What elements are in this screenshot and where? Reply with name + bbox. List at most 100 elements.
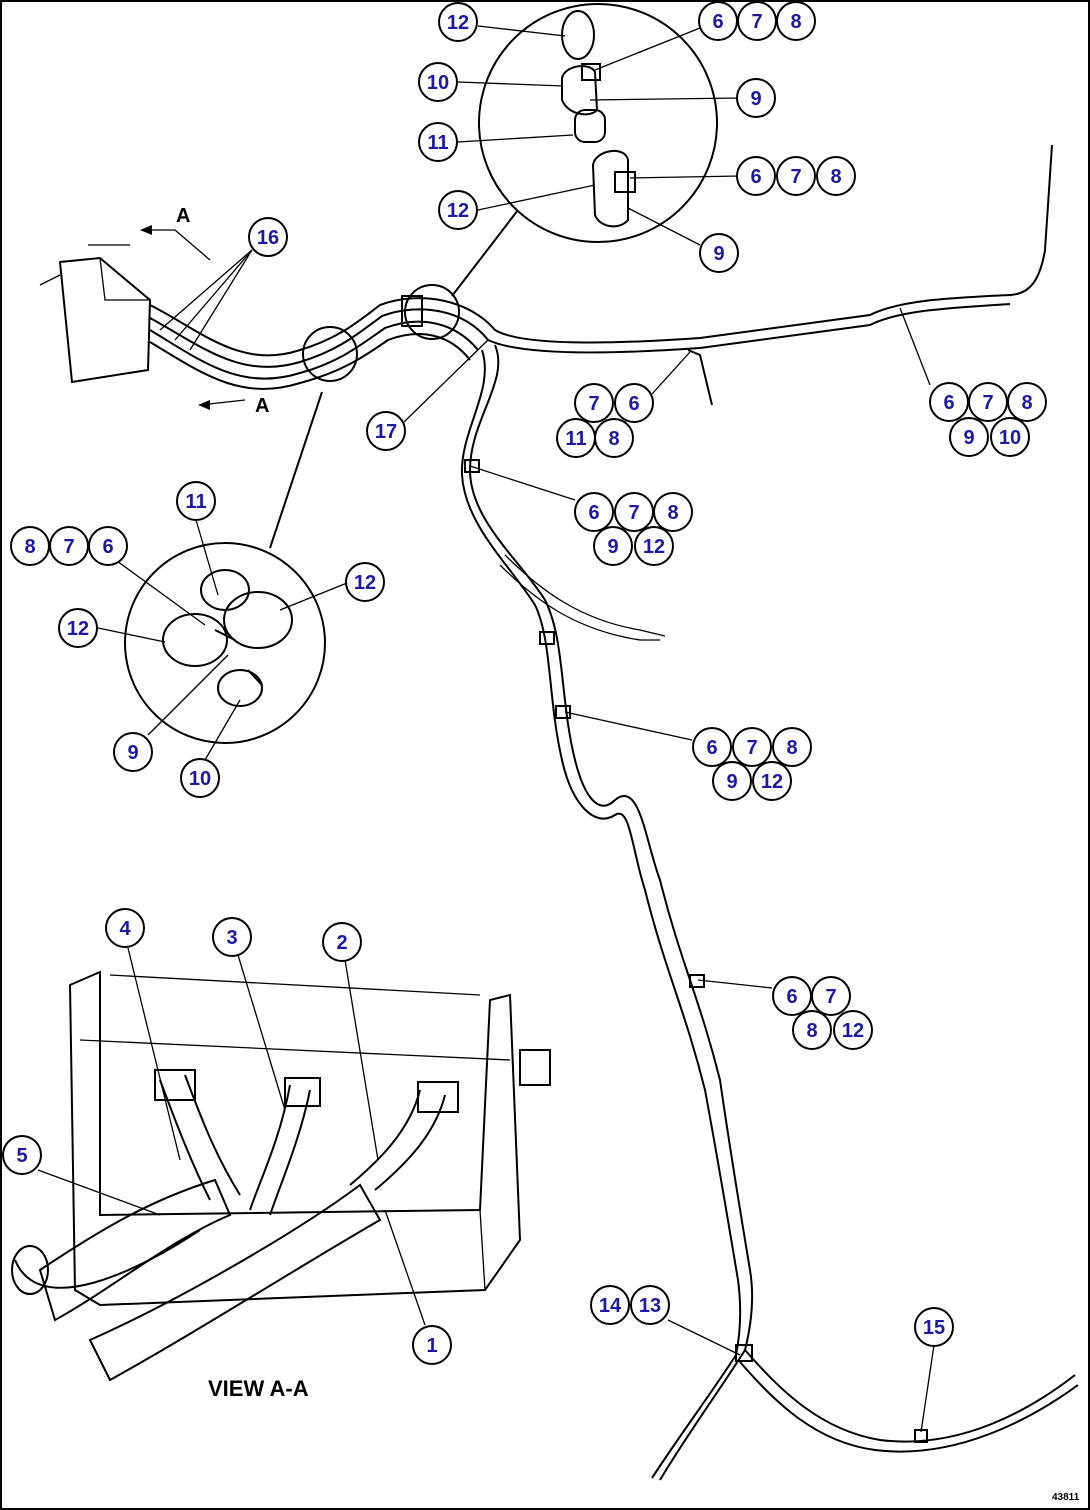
callout-label: 10 <box>427 72 449 94</box>
callout-circle <box>105 908 145 948</box>
callout-circle <box>914 1307 954 1347</box>
callout-8: 8 <box>772 727 812 767</box>
callout-7: 7 <box>49 526 89 566</box>
callout-9: 9 <box>593 526 633 566</box>
callout-circle <box>634 526 674 566</box>
callout-9: 9 <box>949 417 989 457</box>
leader-lines <box>37 25 935 1433</box>
callout-label: 9 <box>127 742 138 764</box>
callout-16: 16 <box>248 217 288 257</box>
callout-11: 11 <box>418 122 458 162</box>
callout-circle <box>438 2 478 42</box>
left-detail-circle <box>124 542 326 744</box>
callout-label: 8 <box>790 11 801 33</box>
callout-label: 6 <box>588 502 599 524</box>
callout-label: 2 <box>336 932 347 954</box>
callout-label: 7 <box>588 393 599 415</box>
callout-label: 12 <box>761 771 783 793</box>
callout-circle <box>593 526 633 566</box>
callout-circle <box>949 417 989 457</box>
callout-circle <box>630 1285 670 1325</box>
callout-12: 12 <box>438 2 478 42</box>
callout-circle <box>345 562 385 602</box>
callout-label: 7 <box>751 11 762 33</box>
callout-circle <box>412 1325 452 1365</box>
clamp-12-lower <box>591 150 629 228</box>
callout-9: 9 <box>712 761 752 801</box>
callout-label: 6 <box>628 393 639 415</box>
callout-label: 7 <box>628 502 639 524</box>
callout-label: 6 <box>943 392 954 414</box>
callout-circle <box>811 976 851 1016</box>
callout-label: 7 <box>746 737 757 759</box>
callout-circle <box>322 922 362 962</box>
callout-circle <box>574 492 614 532</box>
callout-6: 6 <box>574 492 614 532</box>
callout-circle <box>732 727 772 767</box>
callout-label: 9 <box>963 427 974 449</box>
callout-circle <box>180 758 220 798</box>
callout-12: 12 <box>833 1010 873 1050</box>
callout-7: 7 <box>737 1 777 41</box>
callout-circle <box>833 1010 873 1050</box>
callout-label: 8 <box>667 502 678 524</box>
callout-label: 12 <box>842 1020 864 1042</box>
callout-label: 11 <box>427 132 448 154</box>
callout-circle <box>692 727 732 767</box>
view-a-a: VIEW A-A <box>11 970 551 1401</box>
callout-8: 8 <box>776 1 816 41</box>
callout-10: 10 <box>418 62 458 102</box>
callout-label: 1 <box>426 1335 437 1357</box>
callout-circle <box>248 217 288 257</box>
callout-8: 8 <box>816 156 856 196</box>
top-detail-circle <box>478 3 718 243</box>
callout-circle <box>816 156 856 196</box>
callout-6: 6 <box>929 382 969 422</box>
callout-label: 3 <box>226 927 237 949</box>
callout-label: 9 <box>750 88 761 110</box>
callout-1: 1 <box>412 1325 452 1365</box>
callout-circle <box>366 411 406 451</box>
callout-10: 10 <box>180 758 220 798</box>
callout-circle <box>574 383 614 423</box>
callout-circle <box>990 417 1030 457</box>
callout-label: 12 <box>643 536 665 558</box>
callout-label: 12 <box>354 572 376 594</box>
callout-circle <box>736 156 776 196</box>
callout-circle <box>2 1135 42 1175</box>
callout-label: 7 <box>982 392 993 414</box>
callout-8: 8 <box>792 1010 832 1050</box>
callout-6: 6 <box>692 727 732 767</box>
hose-bundle: A A <box>39 144 1079 1481</box>
callout-label: 10 <box>999 427 1021 449</box>
valve-block <box>58 256 152 384</box>
callout-label: 8 <box>1021 392 1032 414</box>
callout-label: 13 <box>639 1295 661 1317</box>
callout-label: 8 <box>786 737 797 759</box>
callout-label: 16 <box>257 227 279 249</box>
callout-label: 9 <box>713 243 724 265</box>
callout-label: 5 <box>16 1145 27 1167</box>
callout-circle <box>776 156 816 196</box>
callout-label: 8 <box>24 536 35 558</box>
callout-label: 7 <box>825 986 836 1008</box>
callout-7: 7 <box>614 492 654 532</box>
callout-12: 12 <box>345 562 385 602</box>
callout-circle <box>176 481 216 521</box>
callout-8: 8 <box>1007 382 1047 422</box>
callout-circle <box>772 727 812 767</box>
callout-12: 12 <box>58 608 98 648</box>
callout-9: 9 <box>699 233 739 273</box>
bundle-detail-circle <box>302 326 358 382</box>
callout-13: 13 <box>630 1285 670 1325</box>
tank-body <box>68 970 522 1307</box>
callout-circle <box>736 78 776 118</box>
callout-label: 4 <box>119 918 131 940</box>
callout-label: 6 <box>750 166 761 188</box>
callout-7: 7 <box>811 976 851 1016</box>
callout-label: 12 <box>447 200 469 222</box>
callout-circle <box>699 233 739 273</box>
callout-circle <box>594 418 634 458</box>
callout-circle <box>1007 382 1047 422</box>
